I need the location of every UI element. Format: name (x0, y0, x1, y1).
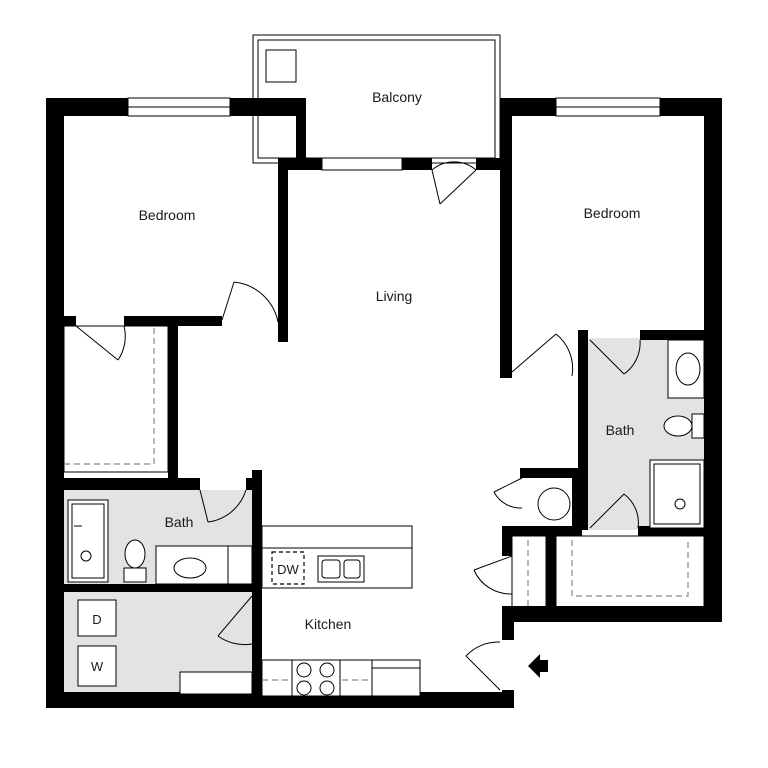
kitchen-sink (317, 555, 365, 583)
washer-label: W (91, 659, 104, 674)
window-living (321, 157, 403, 171)
walls (46, 98, 722, 708)
laundry-shelf (179, 671, 253, 695)
cooktop (291, 659, 341, 697)
bath-right-label: Bath (606, 422, 635, 438)
closet-shelves (63, 325, 705, 609)
water-heater (537, 487, 571, 521)
dryer-label: D (92, 612, 101, 627)
living-label: Living (376, 288, 413, 304)
bedroom-right-label: Bedroom (584, 205, 641, 221)
balcony-planter (265, 49, 297, 83)
kitchen-label: Kitchen (305, 616, 352, 632)
windows (127, 97, 661, 171)
toilet-right (663, 413, 705, 439)
refrigerator (371, 659, 421, 697)
vanity-right (667, 339, 705, 399)
door-swings (75, 161, 641, 691)
dishwasher (271, 551, 305, 585)
kitchen-counter (261, 659, 421, 697)
bath-right-fixtures (649, 339, 705, 529)
dryer (77, 599, 117, 637)
balcony-label: Balcony (372, 89, 422, 105)
bath-left-label: Bath (165, 514, 194, 530)
shower-right (649, 459, 705, 529)
washer (77, 645, 117, 687)
wet-areas (64, 338, 705, 698)
bath-left-fixtures (67, 499, 253, 585)
toilet-left (123, 539, 147, 583)
entry-arrow-icon (528, 654, 548, 678)
dishwasher-label: DW (277, 562, 299, 577)
kitchen-island (261, 525, 413, 589)
laundry (77, 599, 253, 695)
vanity-left (155, 545, 253, 585)
bedroom-left-label: Bedroom (139, 207, 196, 223)
bathtub-left (67, 499, 109, 583)
